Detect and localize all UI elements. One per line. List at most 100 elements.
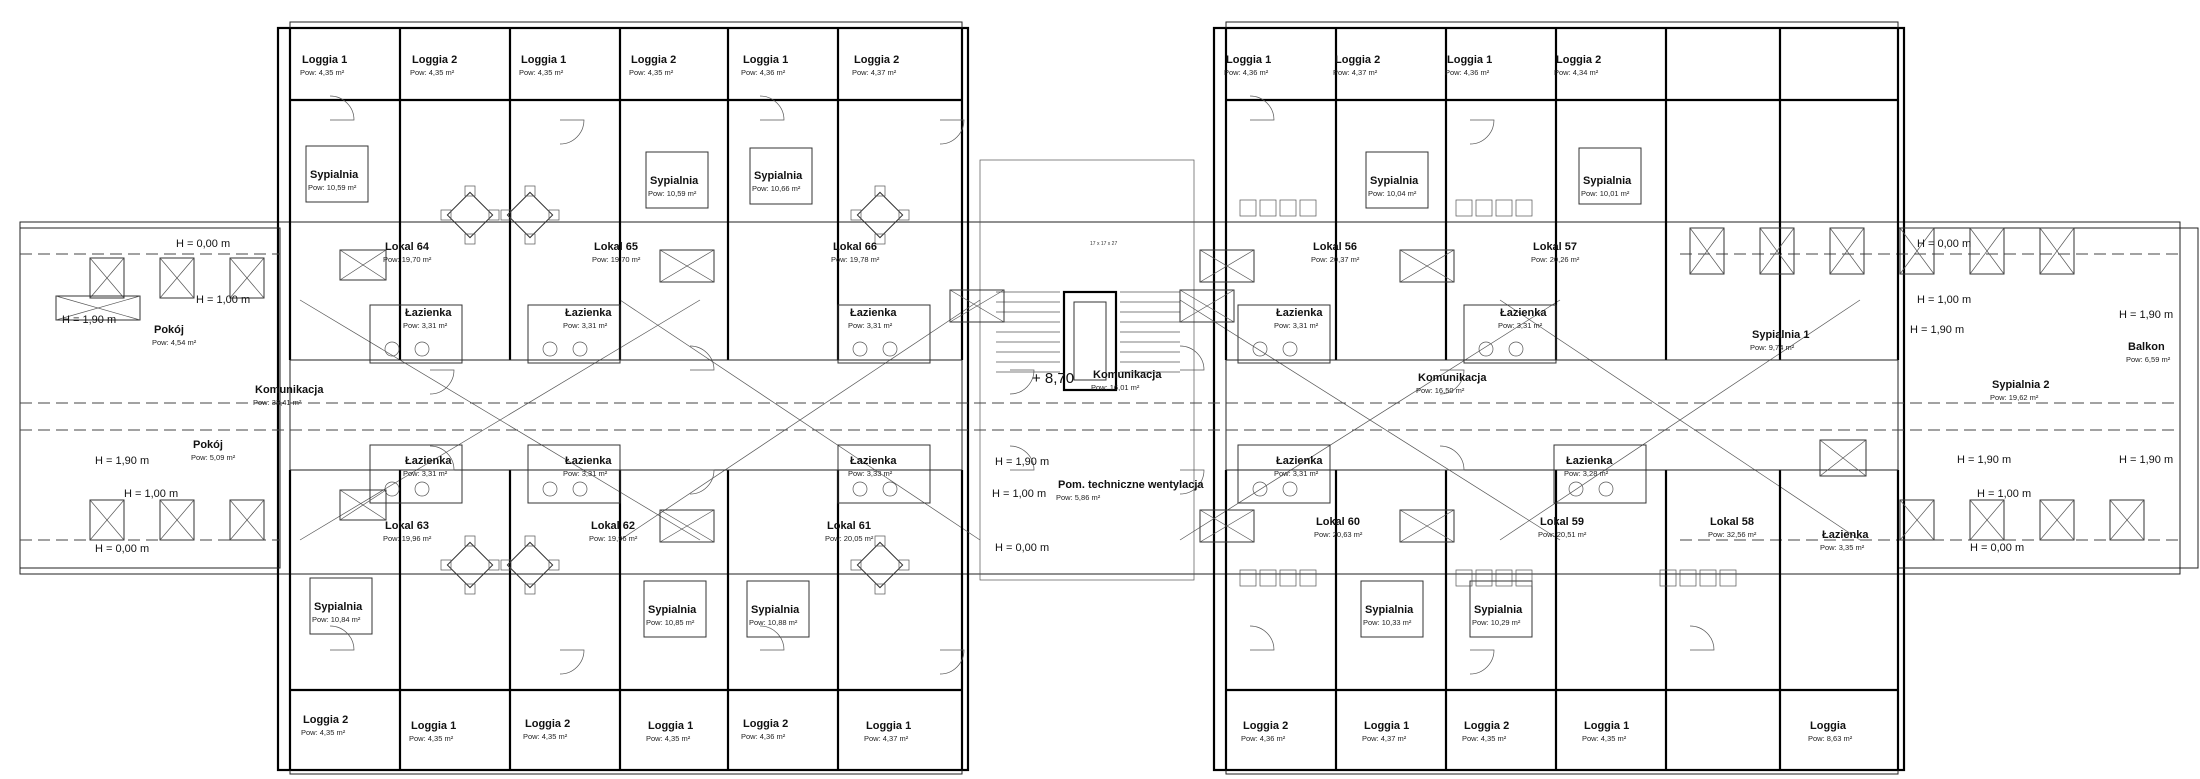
area-unit: m² — [1131, 383, 1140, 392]
area-unit: m² — [293, 398, 302, 407]
sink-icon — [572, 481, 588, 497]
kitchen-cabinet — [1259, 569, 1277, 587]
room-name: Loggia 1 — [648, 720, 693, 732]
area-prefix: Pow: — [191, 453, 210, 462]
height-label: H = 0,00 m — [176, 238, 230, 250]
area-prefix: Pow: — [152, 338, 171, 347]
room-name: Sypialnia — [648, 604, 697, 616]
area-value: 3,31 — [582, 321, 599, 330]
door-swing — [689, 469, 715, 495]
area-value: 33,41 — [272, 398, 293, 407]
room-area: Pow: 5,09 m² — [191, 453, 236, 462]
kitchen-cabinet — [1455, 569, 1473, 587]
window-panel — [89, 499, 125, 541]
area-unit: m² — [1309, 321, 1318, 330]
chair-icon — [464, 233, 476, 245]
area-value: 3,33 — [867, 469, 884, 478]
area-unit: m² — [899, 734, 908, 743]
area-unit: m² — [1403, 618, 1412, 627]
window-panel — [1899, 227, 1935, 275]
area-prefix: Pow: — [1333, 68, 1352, 77]
area-prefix: Pow: — [1498, 321, 1517, 330]
height-label: H = 0,00 m — [995, 542, 1049, 554]
area-prefix: Pow: — [1224, 68, 1243, 77]
diagonal — [1499, 299, 1861, 541]
room-area: Pow: 16,01 m² — [1091, 383, 1140, 392]
area-value: 4,35 — [319, 68, 336, 77]
height-label: H = 1,00 m — [1977, 488, 2031, 500]
room-name: Loggia 2 — [631, 54, 676, 66]
east-wing-outline — [1212, 26, 1906, 772]
room-name: Loggia 2 — [743, 718, 788, 730]
kitchen-cabinet — [1279, 199, 1297, 217]
area-unit: m² — [883, 321, 892, 330]
room-name: Pokój — [154, 324, 184, 336]
area-unit: m² — [1512, 618, 1521, 627]
area-value: 10,66 — [771, 184, 792, 193]
west-wing-inner — [289, 21, 963, 775]
bed-icon — [645, 151, 709, 209]
window-panel — [1829, 227, 1865, 275]
chair-icon — [464, 185, 476, 197]
area-value: 10,29 — [1491, 618, 1512, 627]
room-name: Lokal 60 — [1316, 516, 1360, 528]
table-icon — [446, 191, 494, 239]
area-prefix: Pow: — [312, 615, 331, 624]
room-name: Loggia — [1810, 720, 1847, 732]
area-unit: m² — [887, 68, 896, 77]
room-name: Sypialnia — [1474, 604, 1523, 616]
window-panel — [339, 249, 387, 281]
elevator-cabin — [1073, 301, 1107, 381]
area-value: 5,09 — [210, 453, 227, 462]
area-value: 19,78 — [850, 255, 871, 264]
table-icon — [856, 541, 904, 589]
area-prefix: Pow: — [1564, 469, 1583, 478]
area-prefix: Pow: — [563, 469, 582, 478]
area-value: 3,31 — [422, 469, 439, 478]
area-prefix: Pow: — [646, 618, 665, 627]
area-value: 5,86 — [1075, 493, 1092, 502]
area-unit: m² — [871, 255, 880, 264]
area-unit: m² — [598, 321, 607, 330]
area-unit: m² — [336, 728, 345, 737]
area-unit: m² — [1621, 189, 1630, 198]
area-value: 10,33 — [1382, 618, 1403, 627]
area-unit: m² — [789, 618, 798, 627]
area-unit: m² — [423, 255, 432, 264]
room-area: Pow: 4,36 m² — [741, 68, 786, 77]
area-unit: m² — [335, 68, 344, 77]
room-area: Pow: 4,35 m² — [300, 68, 345, 77]
chair-icon — [874, 233, 886, 245]
room-area: Pow: 20,37 m² — [1311, 255, 1360, 264]
area-value: 4,37 — [871, 68, 888, 77]
area-value: 10,84 — [331, 615, 352, 624]
room-area: Pow: 4,37 m² — [1333, 68, 1378, 77]
room-name: Sypialnia — [754, 170, 803, 182]
bathroom-outline — [1553, 444, 1647, 504]
room-name: Łazienka — [1276, 455, 1323, 467]
bed-icon — [305, 145, 369, 203]
room-area: Pow: 4,37 m² — [852, 68, 897, 77]
door-swing — [1009, 369, 1035, 395]
toilet-icon — [1252, 481, 1268, 497]
kitchen-cabinet — [1475, 199, 1493, 217]
room-name: Łazienka — [1822, 529, 1869, 541]
area-value: 10,88 — [768, 618, 789, 627]
area-prefix: Pow: — [1368, 189, 1387, 198]
area-unit: m² — [792, 184, 801, 193]
room-area: Pow: 3,31 m² — [403, 469, 448, 478]
area-value: 4,35 — [1601, 734, 1618, 743]
window-panel — [1969, 227, 2005, 275]
area-value: 3,31 — [422, 321, 439, 330]
room-area: Pow: 3,31 m² — [563, 469, 608, 478]
room-name: Loggia 1 — [866, 720, 911, 732]
window-panel — [159, 257, 195, 299]
door-swing — [1439, 445, 1465, 471]
chair-icon — [524, 535, 536, 547]
sink-icon — [1282, 481, 1298, 497]
area-prefix: Pow: — [1274, 469, 1293, 478]
chair-icon — [500, 559, 512, 571]
